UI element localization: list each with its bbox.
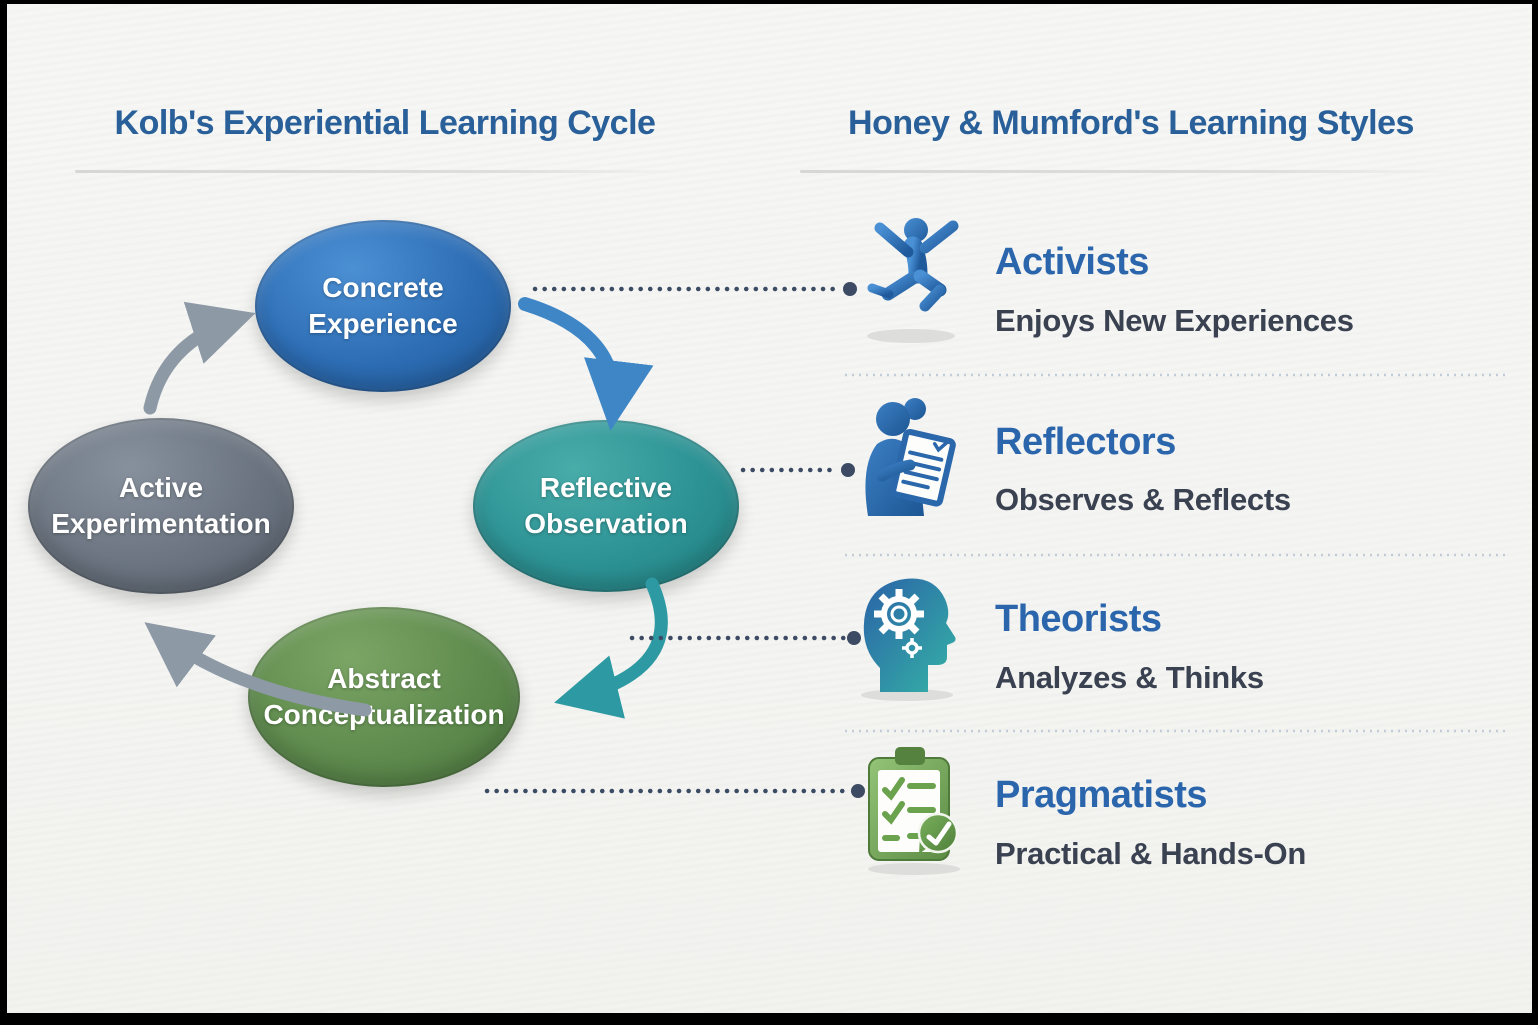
checklist-clipboard-icon — [857, 742, 972, 877]
style-name-pragmatists: Pragmatists — [995, 774, 1208, 816]
node-active-experimentation: Active Experimentation — [28, 418, 294, 594]
connector-endpoint-dot — [843, 282, 857, 296]
jumping-person-icon — [859, 214, 969, 344]
style-name-theorists: Theorists — [995, 598, 1162, 640]
person-reading-notes-icon — [852, 394, 972, 524]
diagram-canvas: Kolb's Experiential Learning Cycle Honey… — [7, 4, 1532, 1013]
head-with-gear-icon — [852, 568, 972, 703]
node-abstract-conceptualization: Abstract Conceptualization — [248, 607, 520, 787]
left-panel-title: Kolb's Experiential Learning Cycle — [114, 104, 656, 142]
style-name-activists: Activists — [995, 241, 1149, 283]
style-name-reflectors: Reflectors — [995, 421, 1176, 463]
arrow-concrete-to-reflective — [518, 297, 654, 431]
arrow-reflective-to-abstract — [554, 577, 668, 719]
style-desc-reflectors: Observes & Reflects — [995, 482, 1291, 517]
style-desc-pragmatists: Practical & Hands-On — [995, 836, 1306, 871]
left-title-underline — [75, 170, 687, 173]
right-title-underline — [800, 170, 1462, 173]
arrow-active-to-concrete — [143, 301, 256, 415]
style-desc-activists: Enjoys New Experiences — [995, 303, 1354, 338]
style-desc-theorists: Analyzes & Thinks — [995, 660, 1264, 695]
node-concrete-experience: Concrete Experience — [255, 220, 511, 392]
right-panel-title: Honey & Mumford's Learning Styles — [848, 104, 1414, 142]
node-reflective-observation: Reflective Observation — [473, 420, 739, 592]
